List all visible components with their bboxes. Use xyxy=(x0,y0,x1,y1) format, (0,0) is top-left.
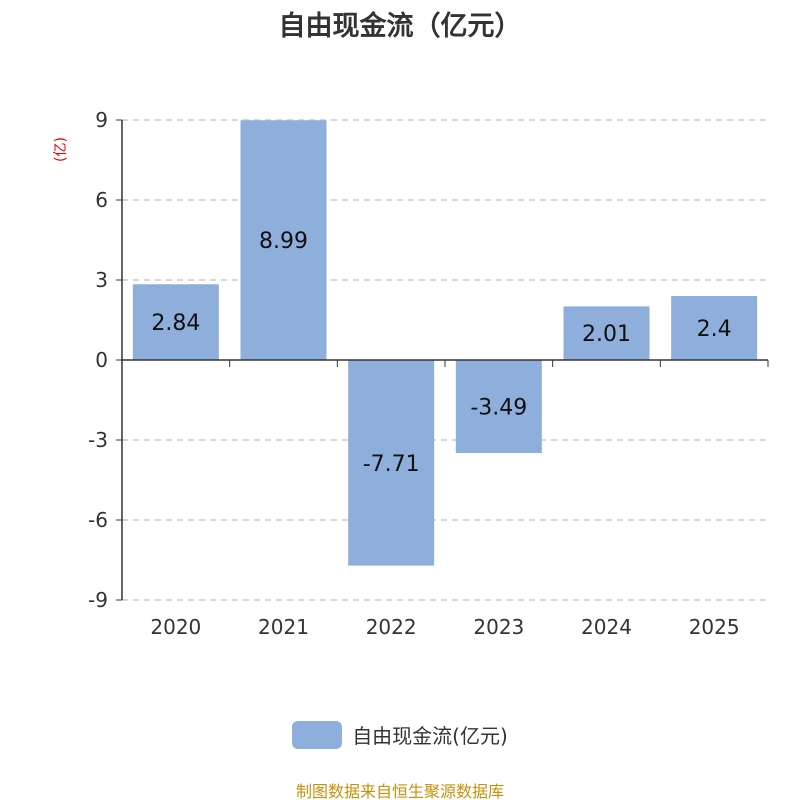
x-tick-label: 2024 xyxy=(581,615,632,639)
legend[interactable]: 自由现金流(亿元) xyxy=(0,720,800,749)
bar-2023 xyxy=(455,360,542,454)
y-tick-label: -9 xyxy=(88,588,108,612)
data-label: 8.99 xyxy=(259,229,308,254)
legend-label: 自由现金流(亿元) xyxy=(352,724,508,748)
bar-2021 xyxy=(240,120,327,361)
y-tick-label: 0 xyxy=(95,348,108,372)
data-label: 2.01 xyxy=(582,322,631,347)
x-tick-label: 2025 xyxy=(689,615,740,639)
y-tick-label: 9 xyxy=(95,108,108,132)
data-label: 2.4 xyxy=(697,317,732,342)
legend-swatch xyxy=(292,720,343,749)
y-tick-label: 6 xyxy=(95,188,108,212)
y-tick-label: 3 xyxy=(95,268,108,292)
bar-2022 xyxy=(348,360,435,566)
y-tick-label: -6 xyxy=(88,508,108,532)
x-tick-label: 2021 xyxy=(258,615,309,639)
x-tick-label: 2023 xyxy=(473,615,524,639)
x-tick-label: 2022 xyxy=(366,615,417,639)
x-tick-label: 2020 xyxy=(150,615,201,639)
bar-2025 xyxy=(671,296,758,360)
data-label: -3.49 xyxy=(470,396,527,421)
data-label: 2.84 xyxy=(151,311,200,336)
y-tick-label: -3 xyxy=(88,428,108,452)
chart-title: 自由现金流（亿元） xyxy=(278,11,522,42)
bar-2020 xyxy=(132,284,219,360)
source-footer: 制图数据来自恒生聚源数据库 xyxy=(295,782,504,800)
data-label: -7.71 xyxy=(363,452,420,477)
bar-2024 xyxy=(563,306,650,360)
